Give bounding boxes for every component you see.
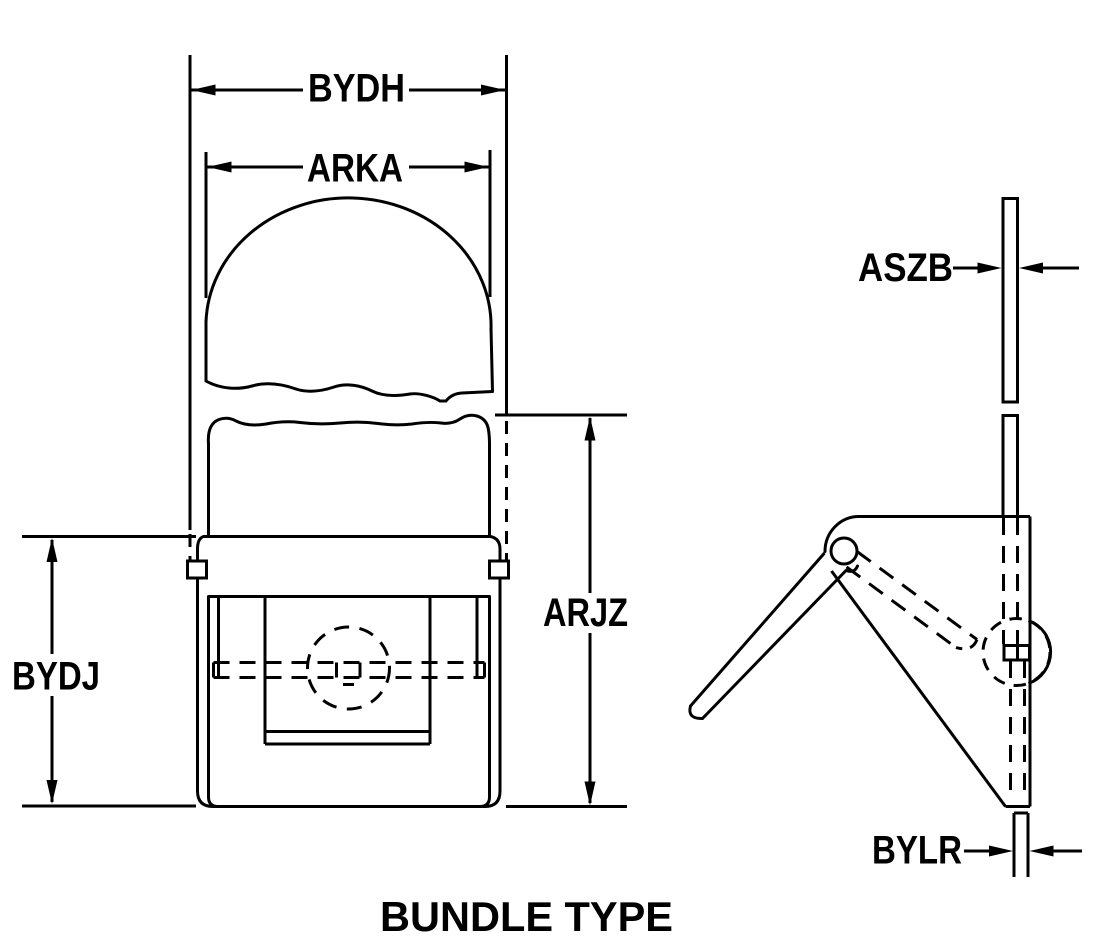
side-body-corner-arc <box>823 515 861 553</box>
side-body-hypotenuse <box>830 570 1007 808</box>
dim-label-bydj: BYDJ <box>12 655 100 699</box>
bundle-dome-right-edge <box>489 327 494 392</box>
side-view: ASZB <box>688 197 1082 877</box>
dim-bydh: BYDH <box>188 55 508 560</box>
dim-aszb: ASZB <box>858 246 1079 290</box>
bundle-dome-arc <box>204 196 493 332</box>
wall-right-outer <box>483 576 502 808</box>
pivot-hole <box>829 536 859 566</box>
lever-hidden-lower <box>845 565 957 649</box>
bylr-arrow-right <box>1029 845 1054 857</box>
wall-left-inner <box>207 595 220 808</box>
band-left-curve <box>196 535 205 563</box>
arka-arrow-left <box>207 161 232 173</box>
wire-bundle-dome <box>204 196 494 403</box>
lever-outer-line <box>689 552 826 707</box>
arka-arrow-right <box>464 161 489 173</box>
dim-arjz: ARJZ <box>495 413 628 808</box>
ear-left <box>186 559 208 580</box>
wall-left-outer <box>196 576 215 808</box>
clamp-front <box>186 413 510 808</box>
strap-lower-segment <box>1001 414 1019 517</box>
band-right-curve <box>489 535 502 563</box>
dim-bydj: BYDJ <box>12 535 196 808</box>
bylr-arrow-left <box>989 845 1013 857</box>
dim-label-bydh: BYDH <box>308 67 405 111</box>
dim-arka: ARKA <box>204 147 492 298</box>
clamp-top-wavy-line <box>206 413 491 446</box>
dim-bylr: BYLR <box>872 829 1082 873</box>
strap-upper-segment <box>1001 197 1019 404</box>
bydj-arrow-up <box>46 538 58 562</box>
lever-inner-line <box>701 569 848 720</box>
dim-label-aszb: ASZB <box>858 246 953 290</box>
arjz-arrow-down <box>584 781 596 806</box>
lever-hidden-end-cap <box>955 638 979 651</box>
bydh-arrow-left <box>191 84 216 96</box>
front-view: BYDH ARKA <box>12 55 628 808</box>
dim-label-arka: ARKA <box>307 147 403 191</box>
diagram-title: BUNDLE TYPE <box>380 893 673 940</box>
dim-label-bylr: BYLR <box>872 829 962 873</box>
lever-hidden-upper <box>856 550 978 641</box>
wall-right-inner <box>478 595 491 808</box>
clamp-side <box>688 515 1053 877</box>
arjz-arrow-up <box>584 416 596 441</box>
hidden-hole-circle <box>306 625 391 711</box>
dim-label-arjz: ARJZ <box>543 591 628 635</box>
bundle-break-wavy-line <box>204 379 494 403</box>
lever-end-cap <box>688 704 704 721</box>
aszb-arrow-left <box>977 262 1002 274</box>
ear-right <box>488 559 510 580</box>
bydj-arrow-down <box>46 780 58 804</box>
bydh-arrow-right <box>481 84 505 96</box>
latch-circle-visible-arc <box>1027 619 1053 685</box>
aszb-arrow-right <box>1019 262 1043 274</box>
